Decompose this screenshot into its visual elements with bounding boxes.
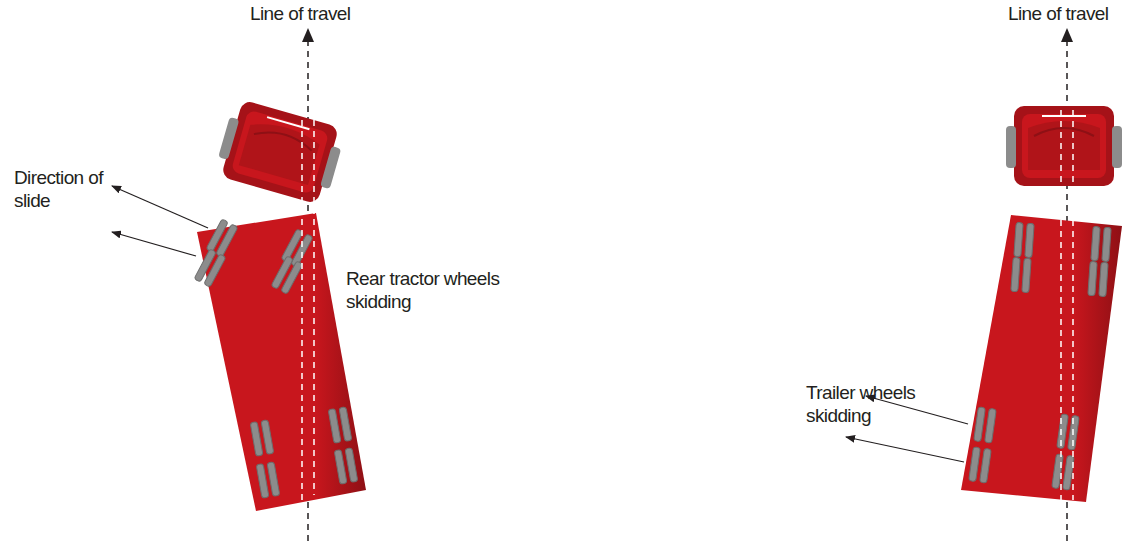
line-of-travel-label: Line of travel [250, 2, 370, 25]
skid-label: Rear tractor wheels skidding [346, 267, 531, 313]
skid-label: Trailer wheels skidding [806, 381, 936, 427]
direction-label: Direction of slide [14, 166, 109, 212]
line-of-travel-label: Line of travel [1008, 2, 1128, 25]
